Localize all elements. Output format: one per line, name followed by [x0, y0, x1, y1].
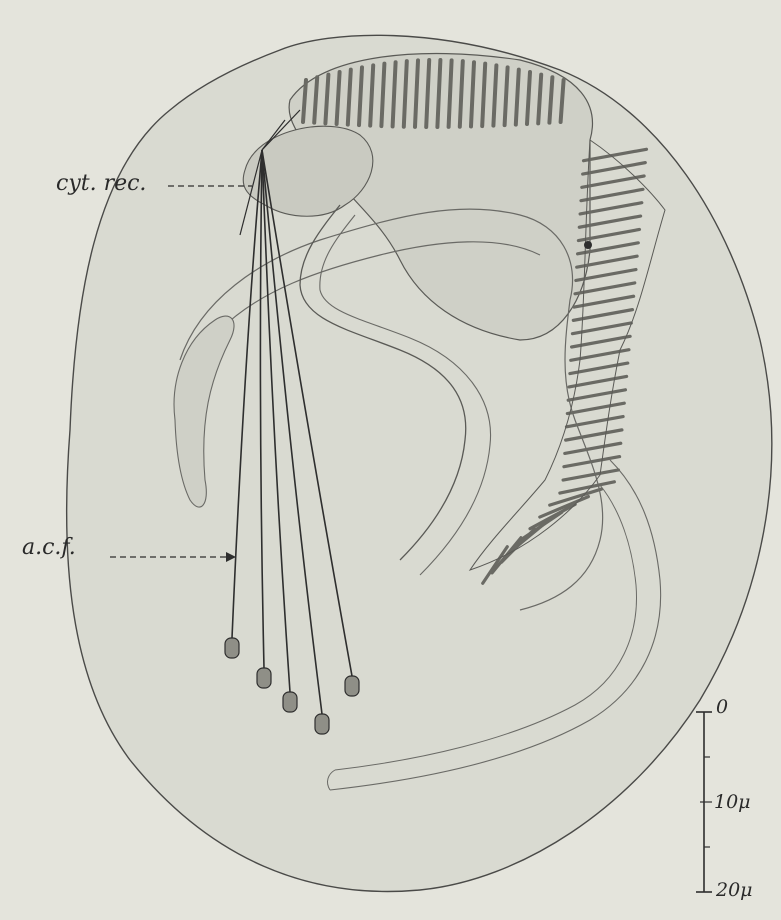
scale-label-0: 0 — [716, 696, 728, 718]
fiber-basal-body — [257, 668, 271, 688]
scale-label-10: 10μ — [714, 791, 751, 813]
fiber-basal-body — [283, 692, 297, 712]
contractile-vacuole-dot — [584, 241, 592, 249]
fiber-basal-body — [315, 714, 329, 734]
scale-bar: 0 10μ 20μ — [696, 696, 753, 901]
scale-label-20: 20μ — [715, 879, 753, 901]
label-acf: a.c.f. — [22, 535, 76, 560]
fiber-basal-body — [225, 638, 239, 658]
fiber-basal-body — [345, 676, 359, 696]
label-cyt-rec: cyt. rec. — [56, 171, 146, 196]
